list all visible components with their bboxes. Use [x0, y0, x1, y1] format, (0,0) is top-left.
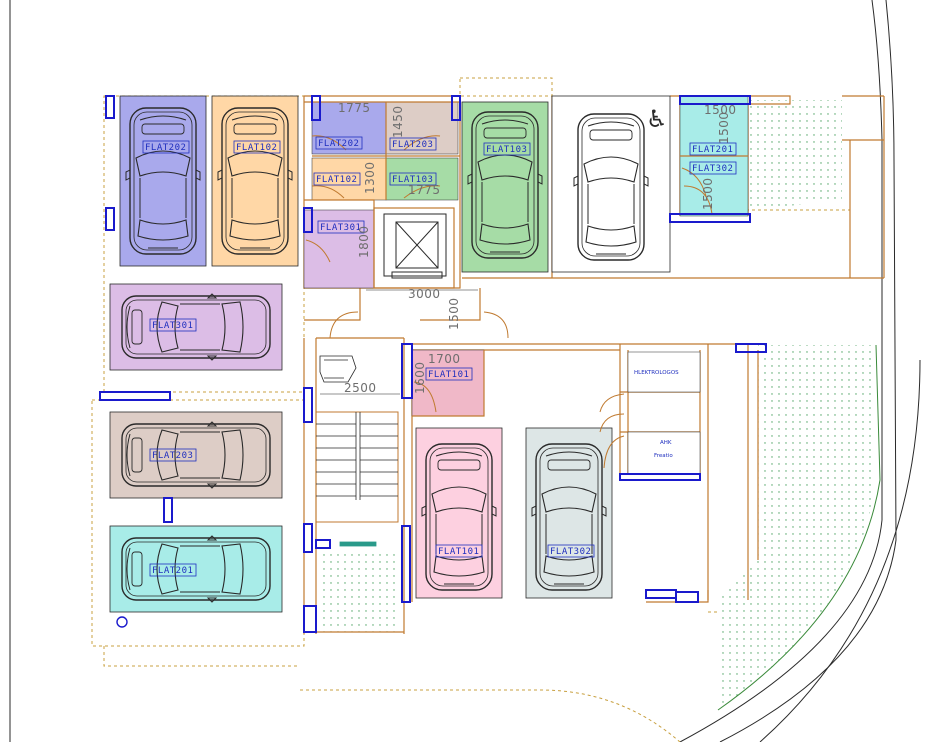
parking-labels: FLAT202 FLAT102 FLAT301 FLAT203 FLAT201 …: [142, 140, 595, 577]
label-bay-flat203: FLAT203: [152, 451, 193, 461]
storage-flat301: [303, 209, 375, 289]
label-store-flat302: FLAT302: [692, 164, 733, 174]
structural-columns: [99, 95, 767, 633]
label-store-flat203: FLAT203: [392, 140, 433, 150]
label-bay-flat103: FLAT103: [486, 145, 527, 155]
dim-1700: 1700: [428, 352, 461, 366]
doors: [305, 135, 713, 469]
site-boundary-right: [679, 0, 883, 742]
dim-1500-side: 1500: [717, 111, 731, 144]
dim-1800: 1800: [357, 225, 371, 258]
dim-1600: 1600: [413, 361, 427, 394]
dim-3000: 3000: [408, 287, 441, 301]
label-bay-flat101: FLAT101: [438, 547, 479, 557]
label-store-flat201: FLAT201: [692, 145, 733, 155]
dim-1500-side-2: 1500: [701, 177, 715, 210]
label-store-flat101: FLAT101: [428, 370, 469, 380]
dim-1500-top: 1500: [704, 103, 737, 117]
dim-1775-top: 1775: [338, 101, 371, 115]
staircase: [315, 355, 399, 547]
label-bay-flat202: FLAT202: [145, 143, 186, 153]
bay-flat101: [415, 427, 503, 599]
site-boundary-right-outer: [719, 0, 897, 742]
storage-labels: FLAT202 FLAT203 FLAT102 FLAT103 FLAT301 …: [313, 136, 737, 381]
label-bay-flat201: FLAT201: [152, 566, 193, 576]
storage-flat101: [411, 349, 485, 417]
dim-1300: 1300: [363, 161, 377, 194]
water-room: [627, 431, 701, 475]
site-boundary-bottom: [300, 689, 681, 742]
label-store-flat301: FLAT301: [320, 223, 361, 233]
accessible-icon: ♿: [646, 105, 668, 133]
label-store-flat102: FLAT102: [316, 175, 357, 185]
water-room-sublabel: Freatio: [654, 453, 673, 459]
water-room-label: ΑΗΚ: [660, 440, 672, 446]
storage-flat202: [311, 101, 387, 155]
label-store-flat202: FLAT202: [318, 139, 359, 149]
landscape-areas: [318, 100, 881, 711]
label-store-flat103: FLAT103: [392, 175, 433, 185]
bay-flat302: [525, 427, 613, 599]
electrical-room: [627, 351, 701, 393]
electrical-room-label: HLEKTROLOGOS: [634, 370, 679, 376]
drain-icon: [116, 616, 128, 628]
dim-1775-mid: 1775: [408, 183, 441, 197]
site-boundary-outer-2: [759, 359, 921, 742]
dim-1500-corridor: 1500: [447, 297, 461, 330]
bay-flat103: [461, 101, 549, 273]
storage-flat103: [385, 157, 459, 201]
dim-2500: 2500: [344, 381, 377, 395]
storage-flat203: [385, 101, 459, 155]
bay-accessible: [551, 95, 671, 273]
lift-shaft: [373, 207, 455, 289]
label-bay-flat102: FLAT102: [236, 143, 277, 153]
dim-1450: 1450: [391, 105, 405, 138]
label-bay-flat302: FLAT302: [550, 547, 591, 557]
label-bay-flat301: FLAT301: [152, 321, 193, 331]
dimensions: 1775 1450 1300 1775 1800 3000 1500 1700 …: [338, 101, 737, 395]
